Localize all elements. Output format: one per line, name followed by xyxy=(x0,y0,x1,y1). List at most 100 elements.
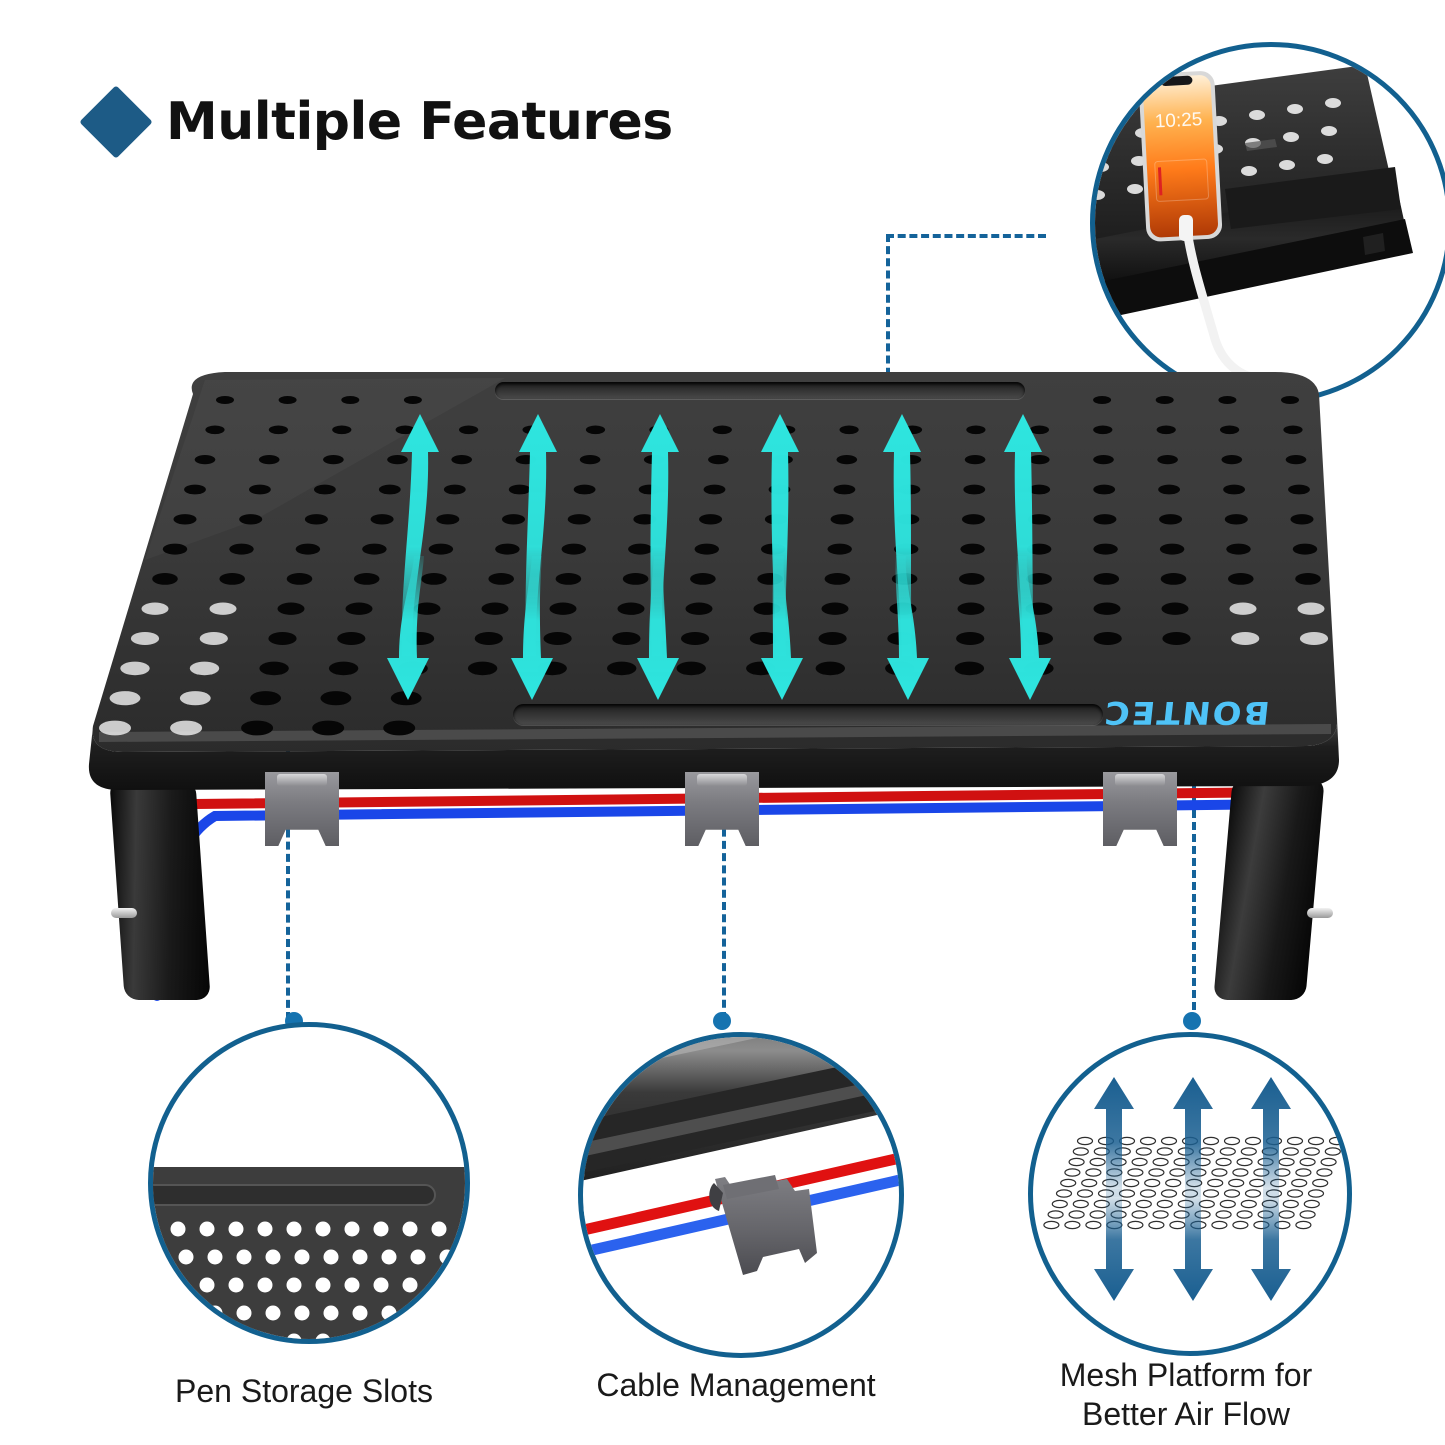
mesh-hole xyxy=(1240,1147,1257,1156)
perforation-dot xyxy=(352,1305,368,1321)
perforation-dot xyxy=(460,1278,465,1292)
mesh-hole xyxy=(1232,1168,1249,1177)
mesh-hole xyxy=(1219,1147,1236,1156)
mesh-hole xyxy=(1160,1136,1178,1146)
mesh-hole xyxy=(1089,1210,1106,1219)
mesh-hole xyxy=(1312,1178,1329,1188)
perforation-dot xyxy=(153,1278,157,1292)
cable-clip-tab xyxy=(277,774,327,786)
mesh-hole xyxy=(1165,1178,1182,1188)
mesh-hole xyxy=(1328,1136,1346,1146)
mesh-hole xyxy=(1072,1199,1089,1209)
mesh-hole xyxy=(1089,1157,1106,1167)
caption-cable-management-line-1: Cable Management xyxy=(596,1367,876,1403)
perforation-dot xyxy=(257,1277,273,1293)
airflow-arrow-up xyxy=(883,414,921,656)
diamond-icon xyxy=(79,85,153,159)
perforation-dot xyxy=(431,1221,447,1237)
mesh-hole xyxy=(1156,1199,1173,1209)
mesh-hole xyxy=(1148,1168,1165,1177)
caption-mesh-airflow-line-1: Mesh Platform for xyxy=(1059,1357,1313,1393)
perforation-dot xyxy=(381,1249,397,1265)
mesh-hole xyxy=(1055,1189,1073,1198)
mesh-hole xyxy=(1068,1157,1085,1167)
leader-dot-mesh-circle xyxy=(1183,1012,1201,1030)
airflow-arrows xyxy=(387,414,1051,700)
perforation-dot xyxy=(228,1333,244,1339)
perforation-dot xyxy=(402,1221,418,1237)
mesh-hole xyxy=(1169,1220,1186,1230)
mesh-hole xyxy=(1127,1220,1144,1230)
mesh-hole xyxy=(1249,1178,1266,1188)
leader-line-phone-horizontal xyxy=(886,234,1046,238)
perforation-dot xyxy=(199,1221,215,1237)
mesh-hole xyxy=(1047,1210,1064,1219)
perforation-dot xyxy=(286,1277,302,1293)
mesh-hole xyxy=(1236,1157,1253,1167)
caption-mesh-airflow-line-2: Better Air Flow xyxy=(1081,1396,1291,1433)
mesh-hole xyxy=(1198,1147,1215,1156)
airflow-arrow-down xyxy=(887,556,929,700)
mesh-hole xyxy=(1307,1189,1325,1198)
callout-circle-pen-storage xyxy=(148,1022,470,1344)
perforation-dot xyxy=(207,1305,223,1321)
mesh-hole xyxy=(1043,1220,1060,1230)
mesh-arrow-up xyxy=(1173,1077,1213,1197)
perforation-dot xyxy=(265,1305,281,1321)
mesh-arrow-down xyxy=(1094,1189,1134,1301)
mesh-hole xyxy=(1064,1168,1081,1177)
phone-time-text: 10:25 xyxy=(1154,109,1203,132)
mesh-hole xyxy=(1060,1178,1077,1188)
airflow-arrow-down xyxy=(1009,556,1051,700)
mesh-perforation-holes xyxy=(99,396,1329,736)
mesh-hole xyxy=(1320,1157,1337,1167)
mesh-hole xyxy=(1081,1178,1098,1188)
stand-leg-right xyxy=(1213,778,1325,1000)
perforation-dot xyxy=(460,1222,465,1236)
perforation-dot xyxy=(286,1221,302,1237)
cable-management-illustration xyxy=(583,1037,899,1275)
caption-pen-storage-line-1: Pen Storage Slots xyxy=(175,1373,433,1409)
airflow-arrow-down xyxy=(761,556,803,700)
perforation-dot xyxy=(294,1249,310,1265)
mesh-hole xyxy=(1215,1157,1232,1167)
perforation-dot xyxy=(153,1305,165,1321)
mesh-hole xyxy=(1131,1157,1148,1167)
mesh-hole xyxy=(1228,1178,1245,1188)
mesh-hole xyxy=(1282,1199,1299,1209)
perforation-dot xyxy=(431,1277,447,1293)
perforation-dot xyxy=(381,1305,397,1321)
mesh-hole xyxy=(1144,1178,1161,1188)
mesh-hole xyxy=(1219,1199,1236,1209)
mesh-hole xyxy=(1278,1157,1295,1167)
perforation-dot xyxy=(286,1333,302,1339)
mesh-hole xyxy=(1295,1220,1312,1230)
mesh-hole xyxy=(1139,1189,1157,1198)
mesh-hole xyxy=(1236,1210,1253,1219)
perforation-dot xyxy=(265,1249,281,1265)
mesh-hole xyxy=(1307,1136,1325,1146)
mesh-airflow-illustration xyxy=(1043,1077,1346,1301)
perforation-dot xyxy=(410,1305,426,1321)
perforation-dot xyxy=(410,1249,426,1265)
mesh-hole xyxy=(1202,1189,1220,1198)
monitor-stand-product: BONTEC xyxy=(75,360,1365,1020)
airflow-arrow-down xyxy=(637,556,679,700)
airflow-arrow-up xyxy=(761,414,799,656)
stand-leg-left xyxy=(109,780,211,1000)
mesh-hole xyxy=(1291,1178,1308,1188)
perforation-dot xyxy=(373,1221,389,1237)
perforation-dot xyxy=(323,1305,339,1321)
mesh-hole xyxy=(1299,1210,1316,1219)
mesh-hole xyxy=(1148,1220,1165,1230)
callout-circle-phone-holder: 10:25 xyxy=(1090,42,1445,404)
airflow-arrow-down xyxy=(511,556,553,700)
perforation-dot xyxy=(439,1305,455,1321)
mesh-hole xyxy=(1278,1210,1295,1219)
perforation-dot xyxy=(170,1221,186,1237)
perforation-dot xyxy=(153,1249,165,1265)
mesh-hole xyxy=(1324,1147,1341,1156)
mesh-hole xyxy=(1211,1220,1228,1230)
perforation-dot xyxy=(315,1277,331,1293)
